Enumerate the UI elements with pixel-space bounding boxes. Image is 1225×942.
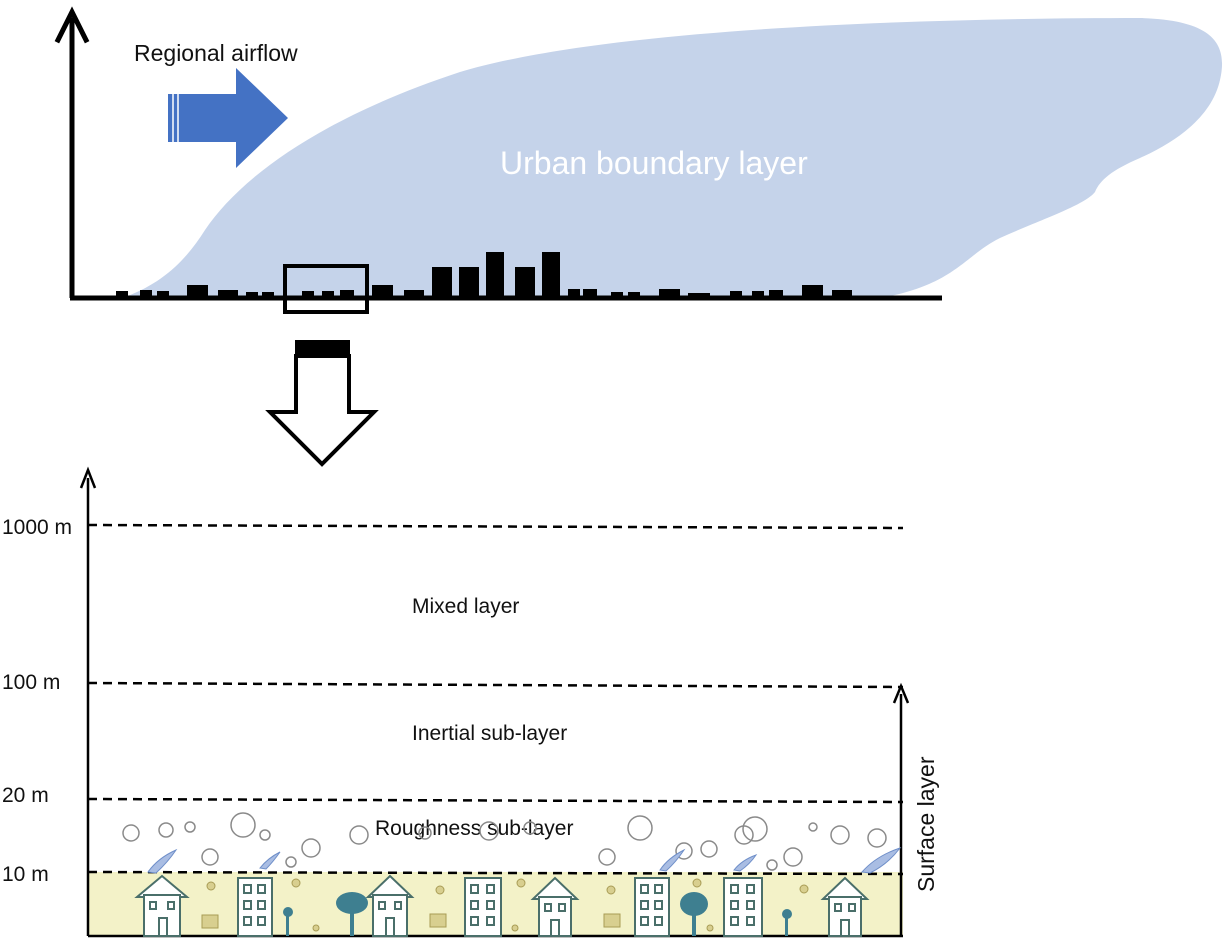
urban-boundary-layer-label: Urban boundary layer: [500, 145, 808, 181]
mixed-layer-label: Mixed layer: [412, 595, 519, 618]
zoom-box: [283, 264, 369, 314]
height-axis-arrowhead: [79, 466, 97, 489]
height-label-1000m: 1000 m: [2, 516, 72, 539]
height-label-20m: 20 m: [2, 784, 49, 807]
regional-airflow-arrow: [168, 68, 288, 168]
ground-details: [201, 878, 809, 932]
boundary-1000m-line: [87, 523, 904, 530]
top-axis-arrowhead: [54, 6, 90, 44]
surface-layer-arrowhead: [892, 682, 910, 704]
urban-trees: [283, 892, 792, 936]
zoom-down-arrow: [265, 340, 379, 467]
roughness-sublayer-label: Roughness sub-layer: [375, 817, 573, 840]
wind-gusts: [147, 847, 902, 874]
urban-boundary-layer-shape: [122, 18, 1223, 298]
regional-airflow-label: Regional airflow: [134, 40, 298, 66]
boundary-10m-line: [87, 870, 904, 876]
bottom-panel: 1000 m 100 m 20 m 10 m Mixed layer Inert…: [2, 466, 939, 938]
urban-buildings: [134, 874, 870, 937]
height-label-100m: 100 m: [2, 671, 60, 694]
top-panel: Regional airflow Urban boundary layer: [54, 6, 1223, 314]
surface-layer-label: Surface layer: [913, 756, 939, 892]
inertial-sublayer-label: Inertial sub-layer: [412, 722, 567, 745]
city-skyline: [116, 252, 852, 298]
height-label-10m: 10 m: [2, 863, 49, 886]
boundary-20m-line: [87, 797, 904, 804]
turbulent-eddies: [122, 812, 887, 871]
boundary-100m-line: [87, 681, 904, 689]
